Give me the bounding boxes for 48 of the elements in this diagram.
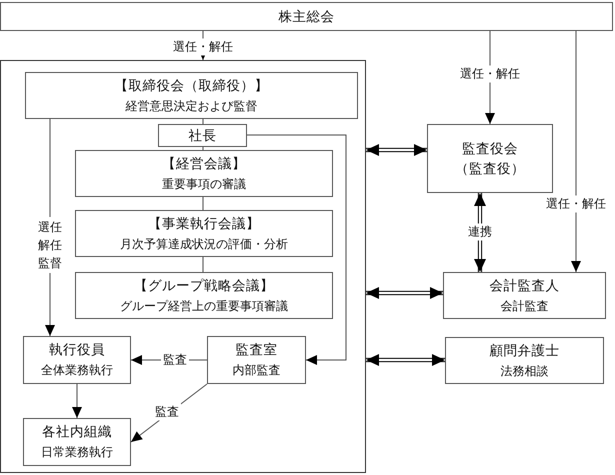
connector-line — [202, 196, 204, 210]
node-title: 顧問弁護士 — [490, 342, 560, 360]
node-description: 経営意思決定および監督 — [126, 98, 258, 114]
double-arrow — [366, 354, 446, 366]
frame-box — [0, 60, 366, 473]
node-title: 【取締役会（取締役）】 — [114, 76, 268, 96]
double-arrow — [366, 144, 428, 156]
edge-label: 選任・解任 — [458, 66, 522, 82]
officer-box — [23, 336, 131, 384]
node-title: 株主総会 — [278, 8, 334, 26]
accounting-auditor-box — [443, 272, 606, 319]
edge-label: 監査 — [153, 404, 181, 420]
edge-label: 連携 — [466, 224, 494, 240]
board-box — [25, 72, 358, 119]
meeting-box — [75, 272, 333, 319]
node-description: 全体業務執行 — [41, 362, 113, 379]
edge-label: 選任・解任 — [544, 196, 608, 212]
node-title: 執行役員 — [49, 341, 105, 360]
node-title: 監査室 — [236, 341, 278, 360]
node-description: 会計監査 — [500, 298, 548, 314]
audit-office-box — [207, 336, 306, 384]
meeting-box — [0, 2, 613, 31]
arrow — [246, 134, 346, 365]
lawyer-box — [445, 337, 604, 384]
node-description: 日常業務執行 — [41, 444, 113, 461]
node-description: 月次予算達成状況の評価・分析 — [120, 236, 288, 252]
meeting-box — [75, 210, 333, 257]
node-description: グループ経営上の重要事項審議 — [120, 298, 288, 314]
connector-line — [202, 146, 204, 150]
double-arrow — [366, 287, 444, 299]
node-title: 【経営会議】 — [162, 154, 246, 174]
auditor-board-box — [427, 124, 553, 193]
node-description: 法務相談 — [500, 362, 548, 380]
connector-line — [202, 118, 204, 124]
node-title: 【事業執行会議】 — [148, 214, 260, 234]
node-title: 監査役会（監査役） — [454, 140, 526, 178]
node-title: 【グループ戦略会議】 — [134, 276, 274, 296]
arrow — [72, 384, 82, 418]
president-box — [158, 124, 247, 147]
node-title: 各社内組織 — [42, 423, 112, 442]
meeting-box — [75, 150, 333, 197]
arrow — [571, 30, 581, 272]
connector-line — [202, 256, 204, 272]
node-description: 重要事項の審議 — [162, 176, 246, 192]
node-description: 内部監査 — [232, 362, 280, 379]
node-title: 会計監査人 — [490, 276, 560, 296]
node-title: 社長 — [188, 126, 216, 146]
organization-box — [23, 418, 131, 466]
